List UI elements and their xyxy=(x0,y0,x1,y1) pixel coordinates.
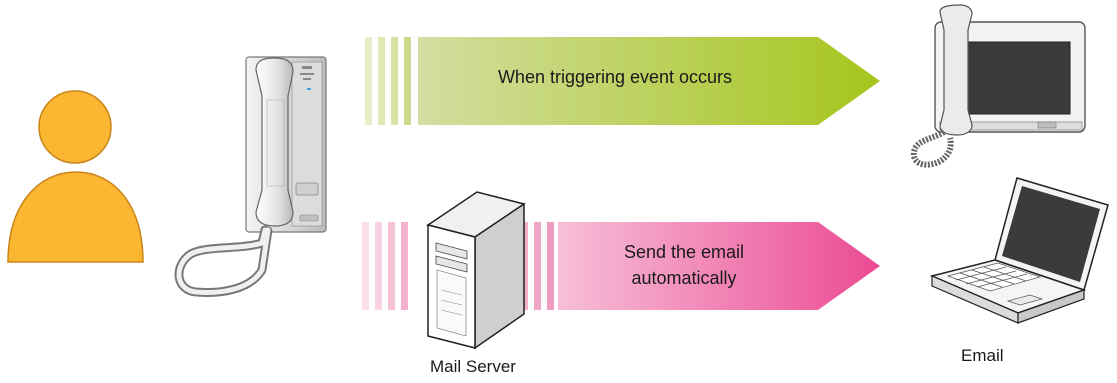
person-icon xyxy=(7,90,144,263)
mail-server-label: Mail Server xyxy=(430,357,516,376)
email-label: Email xyxy=(961,346,1004,365)
monitor-station-icon xyxy=(910,4,1086,168)
bottom-arrow-label-line2: automatically xyxy=(631,268,737,288)
bottom-arrow-label: Send the email automatically xyxy=(584,239,784,291)
laptop-icon xyxy=(929,177,1109,324)
top-arrow-label: When triggering event occurs xyxy=(497,67,733,87)
bottom-arrow-label-line1: Send the email xyxy=(623,242,745,262)
server-icon xyxy=(426,191,526,350)
door-station-icon xyxy=(174,56,327,297)
bottom-arrow xyxy=(362,222,880,310)
top-arrow xyxy=(365,37,880,125)
